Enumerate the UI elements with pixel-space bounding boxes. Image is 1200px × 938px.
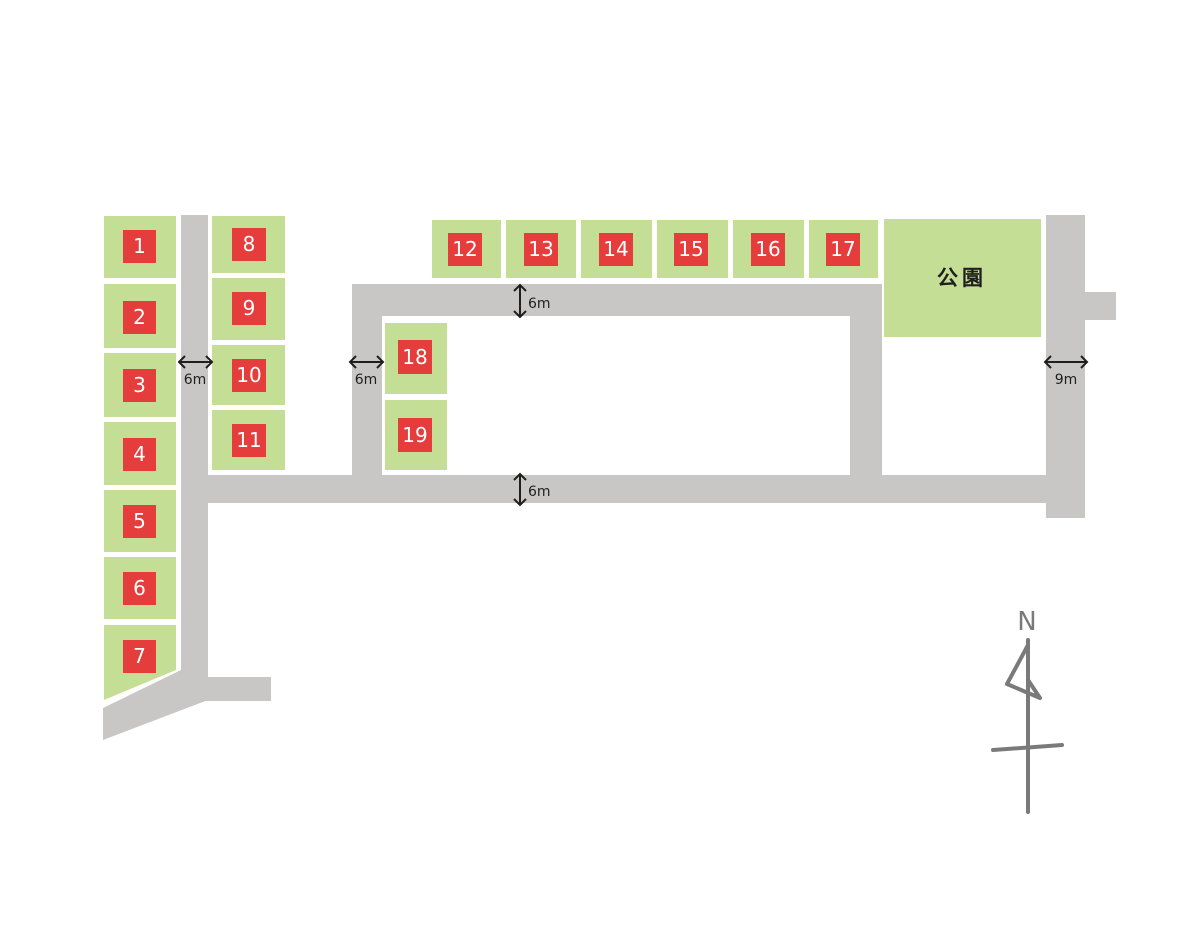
dimension-north-road: 6m — [513, 283, 551, 319]
double-arrow-icon — [1043, 355, 1089, 369]
lot-badge-5: 5 — [123, 505, 156, 538]
road-west-vertical — [181, 215, 208, 685]
road-north-horizontal — [352, 284, 882, 316]
lot-badge-6: 6 — [123, 572, 156, 605]
road-width-label: 9m — [1055, 372, 1078, 388]
lot-badge-17: 17 — [826, 233, 860, 266]
lot-badge-15: 15 — [674, 233, 708, 266]
lot-badge-3: 3 — [123, 369, 156, 402]
dimension-mid-road: 6m — [348, 355, 385, 388]
road-southwest-stub — [181, 677, 271, 701]
double-arrow-icon — [348, 355, 385, 369]
lot-number: 14 — [603, 237, 628, 261]
lot-badge-1: 1 — [123, 230, 156, 263]
lot-number: 1 — [133, 234, 146, 258]
road-mid-vertical — [352, 284, 382, 500]
lot-number: 8 — [243, 232, 256, 256]
lot-badge-2: 2 — [123, 301, 156, 334]
lot-badges: 1 2 3 4 5 6 7 8 9 10 11 12 13 14 15 16 1… — [123, 228, 860, 673]
lot-number: 5 — [133, 509, 146, 533]
lot-badge-13: 13 — [524, 233, 558, 266]
lot-number: 7 — [133, 644, 146, 668]
roads — [103, 215, 1116, 740]
lot-number: 16 — [755, 237, 780, 261]
dimension-west-road: 6m — [177, 355, 214, 388]
lot-badge-19: 19 — [398, 418, 432, 452]
dimension-south-road: 6m — [513, 472, 551, 507]
lot-badge-12: 12 — [448, 233, 482, 266]
lot-badge-10: 10 — [232, 359, 266, 392]
lot-badge-14: 14 — [599, 233, 633, 266]
road-width-label: 6m — [528, 484, 551, 500]
lot-badge-8: 8 — [232, 228, 266, 261]
lot-badge-11: 11 — [232, 424, 266, 457]
lot-number: 6 — [133, 576, 146, 600]
lot-number: 17 — [830, 237, 855, 261]
lot-badge-4: 4 — [123, 438, 156, 471]
road-south-horizontal — [181, 475, 1085, 503]
north-arrow-icon: N — [991, 607, 1064, 814]
road-east-vertical — [1046, 215, 1085, 518]
lot-number: 9 — [243, 296, 256, 320]
lot-number: 15 — [678, 237, 703, 261]
lot-number: 12 — [452, 237, 477, 261]
lot-number: 18 — [402, 345, 427, 369]
road-width-label: 6m — [184, 372, 207, 388]
compass-north-label: N — [1017, 607, 1036, 637]
road-width-label: 6m — [528, 296, 551, 312]
dimension-east-road: 9m — [1043, 355, 1089, 388]
road-dimensions: 6m 6m 6m 6m — [177, 283, 1089, 507]
park-label: 公園 — [937, 266, 987, 290]
lot-number: 2 — [133, 305, 146, 329]
lot-number: 4 — [133, 442, 146, 466]
lot-number: 3 — [133, 373, 146, 397]
lot-badge-16: 16 — [751, 233, 785, 266]
lot-badge-18: 18 — [398, 340, 432, 374]
road-width-label: 6m — [355, 372, 378, 388]
road-east-stub — [1082, 292, 1116, 320]
lot-number: 19 — [402, 423, 427, 447]
double-arrow-icon — [177, 355, 214, 369]
lot-number: 10 — [236, 363, 261, 387]
lots — [104, 216, 1041, 700]
lot-badge-9: 9 — [232, 292, 266, 325]
lot-badge-7: 7 — [123, 640, 156, 673]
double-arrow-icon — [513, 283, 527, 319]
road-inner-east-vertical — [850, 284, 882, 500]
park-area — [884, 219, 1041, 337]
double-arrow-icon — [513, 472, 527, 507]
lot-number: 13 — [528, 237, 553, 261]
lot-number: 11 — [236, 428, 261, 452]
